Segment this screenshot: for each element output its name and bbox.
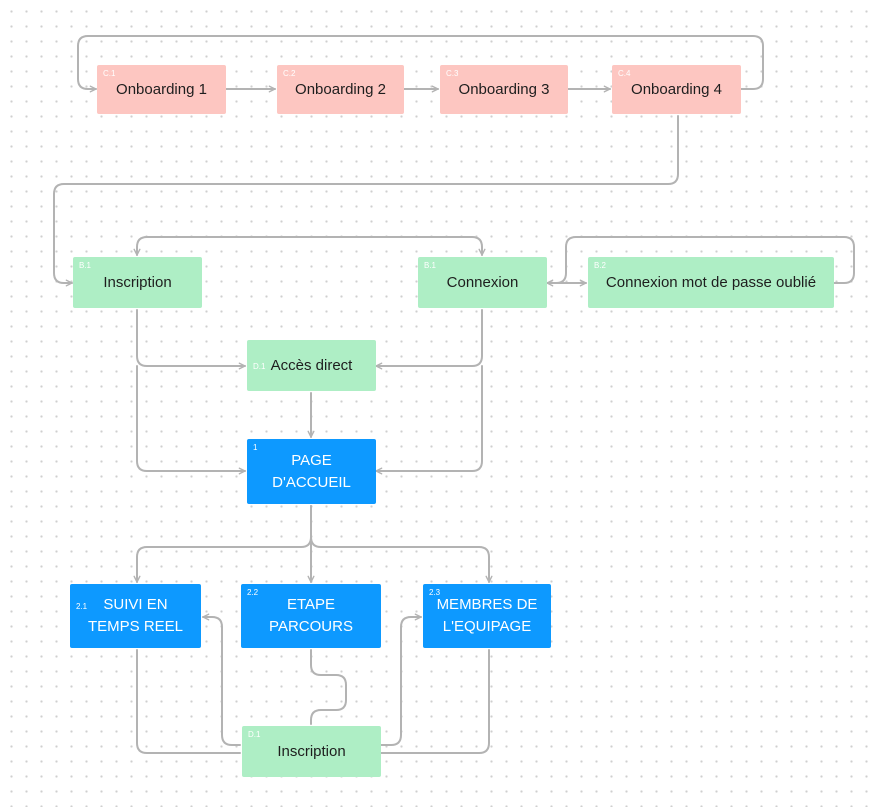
node-id: 1 (253, 443, 258, 452)
node-acces-direct[interactable]: D.1 Accès direct (247, 340, 376, 391)
edge-d1-21 (202, 613, 241, 746)
edge-home-23 (310, 536, 493, 583)
node-onboarding-3[interactable]: C.3 Onboarding 3 (440, 65, 568, 114)
node-id: C.2 (283, 69, 296, 78)
node-label: Inscription (103, 273, 172, 291)
edge-b2-loop-connexion (546, 236, 855, 287)
node-id: 2.2 (247, 588, 259, 597)
node-label: Onboarding 4 (631, 80, 722, 98)
edge-connexion-home (375, 365, 483, 475)
node-suivi-temps-reel[interactable]: 2.1 SUIVI EN TEMPS REEL (70, 584, 201, 648)
edge-22-loop (310, 649, 347, 725)
edge-inscription-connexion (133, 236, 486, 256)
node-connexion[interactable]: B.1 Connexion (418, 257, 547, 308)
node-label: Connexion (446, 273, 519, 291)
node-label: Accès direct (270, 356, 353, 374)
node-id: 2.3 (429, 588, 441, 597)
edge-home-21 (133, 505, 312, 583)
edge-connexion-acces (375, 309, 483, 370)
node-connexion-mot-de-passe-oublie[interactable]: B.2 Connexion mot de passe oublié (588, 257, 834, 308)
edge-inscription-home (136, 365, 246, 475)
node-etape-parcours[interactable]: 2.2 ETAPE PARCOURS (241, 584, 381, 648)
node-onboarding-4[interactable]: C.4 Onboarding 4 (612, 65, 741, 114)
node-id: C.1 (103, 69, 116, 78)
node-label: Inscription (277, 742, 346, 760)
node-id: C.3 (446, 69, 459, 78)
edge-c4-loop-c1 (77, 35, 764, 93)
node-onboarding-1[interactable]: C.1 Onboarding 1 (97, 65, 226, 114)
node-page-accueil[interactable]: 1 PAGE D'ACCUEIL (247, 439, 376, 504)
node-id: C.4 (618, 69, 631, 78)
node-id: B.1 (79, 261, 92, 270)
node-inscription[interactable]: B.1 Inscription (73, 257, 202, 308)
node-label: ETAPE PARCOURS (269, 596, 353, 635)
node-onboarding-2[interactable]: C.2 Onboarding 2 (277, 65, 404, 114)
node-id: B.2 (594, 261, 607, 270)
node-label: Onboarding 3 (458, 80, 550, 98)
node-membres-equipage[interactable]: 2.3 MEMBRES DE L'EQUIPAGE (423, 584, 551, 648)
edge-c4-inscription (53, 115, 679, 287)
edge-d1-23 (380, 613, 422, 746)
node-label: Onboarding 2 (295, 80, 386, 98)
edge-21-d1 (136, 649, 241, 754)
node-id: 2.1 (76, 602, 88, 611)
edge-23-d1 (380, 649, 490, 754)
edge-inscription-acces (136, 309, 246, 370)
node-label: Connexion mot de passe oublié (605, 273, 817, 291)
node-id: B.1 (424, 261, 437, 270)
node-label: Onboarding 1 (116, 80, 207, 98)
node-label: SUIVI EN TEMPS REEL (87, 596, 184, 635)
node-id: D.1 (253, 362, 266, 371)
node-id: D.1 (248, 730, 261, 739)
node-inscription-bottom[interactable]: D.1 Inscription (242, 726, 381, 777)
node-label: PAGE D'ACCUEIL (272, 451, 351, 491)
node-label: MEMBRES DE L'EQUIPAGE (436, 596, 538, 635)
